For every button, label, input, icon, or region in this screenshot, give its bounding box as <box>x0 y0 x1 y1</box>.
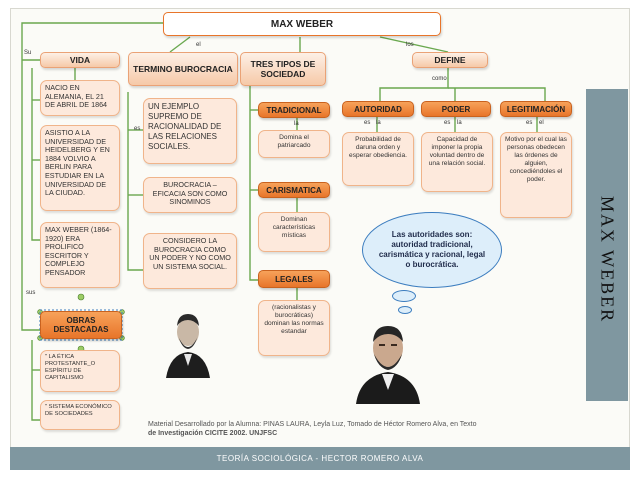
credit-text: Material Desarrollado por la Alumna: PIN… <box>148 420 568 438</box>
credit-line: Material Desarrollado por la Alumna: PIN… <box>148 421 477 428</box>
define-legitimacion: LEGITIMACIÓN <box>500 101 572 117</box>
link-label: es <box>364 120 371 126</box>
tres-header: TRES TIPOS DE SOCIEDAD <box>240 52 326 86</box>
link-label: Su <box>24 50 32 56</box>
termino-item: CONSIDERO LA BUROCRACIA COMO UN PODER Y … <box>143 233 237 289</box>
termino-item: BUROCRACIA – EFICACIA SON COMO SINOMINOS <box>143 177 237 213</box>
define-desc: Capacidad de imponer la propia voluntad … <box>421 132 493 192</box>
link-label: el <box>196 42 201 48</box>
define-autoridad: AUTORIDAD <box>342 101 414 117</box>
link-label: como <box>432 76 447 82</box>
define-desc: Probabilidad de daruna orden y esperar o… <box>342 132 414 186</box>
link-label: la <box>376 120 381 126</box>
link-label: la <box>457 120 462 126</box>
link-label: la <box>294 121 299 127</box>
vida-item: NACIO EN ALEMANIA, EL 21 DE ABRIL DE 186… <box>40 80 120 116</box>
vida-item: MAX WEBER (1864-1920) ERA PROLIFICO ESCR… <box>40 222 120 288</box>
link-label: es <box>134 126 141 132</box>
vida-header: VIDA <box>40 52 120 68</box>
weber-portrait-large <box>356 326 420 404</box>
obras-item: " SISTEMA ECONÓMICO DE SOCIEDADES <box>40 400 120 430</box>
obras-item: " LA ÉTICA PROTESTANTE_O ESPÍRITU DE CAP… <box>40 350 120 392</box>
side-title: MAX WEBER <box>597 196 618 324</box>
termino-header: TERMINO BUROCRACIA <box>128 52 238 86</box>
link-label: los <box>406 42 414 48</box>
side-band <box>586 89 628 401</box>
tipo-desc: Dominan características místicas <box>258 212 330 252</box>
define-poder: PODER <box>421 101 491 117</box>
tipo-desc: (racionalistas y burocráticas) dominan l… <box>258 300 330 356</box>
page-title: MAX WEBER <box>163 12 441 36</box>
link-label: es <box>444 120 451 126</box>
footer-bar: TEORÍA SOCIOLÓGICA - HECTOR ROMERO ALVA <box>10 447 630 470</box>
obras-header: OBRAS DESTACADAS <box>40 311 122 339</box>
termino-item: UN EJEMPLO SUPREMO DE RACIONALIDAD DE LA… <box>143 98 237 164</box>
credit-line: de Investigación CICITE 2002. UNJFSC <box>148 430 278 437</box>
tipo-tradicional: TRADICIONAL <box>258 102 330 118</box>
tipo-carismatica: CARISMATICA <box>258 182 330 198</box>
weber-portrait-small <box>160 308 216 378</box>
tipo-legales: LEGALES <box>258 270 330 288</box>
thought-bubble <box>398 306 412 314</box>
vida-item: ASISTIO A LA UNIVERSIDAD DE HEIDELBERG Y… <box>40 125 120 211</box>
link-label: sus <box>26 290 36 296</box>
thought-bubble <box>392 290 416 302</box>
thought-cloud: Las autoridades son: autoridad tradicion… <box>362 212 502 288</box>
link-label: el <box>539 120 544 126</box>
link-label: es <box>526 120 533 126</box>
define-header: DEFINE <box>412 52 488 68</box>
define-desc: Motivo por el cual las personas obedecen… <box>500 132 572 218</box>
tipo-desc: Domina el patriarcado <box>258 130 330 158</box>
